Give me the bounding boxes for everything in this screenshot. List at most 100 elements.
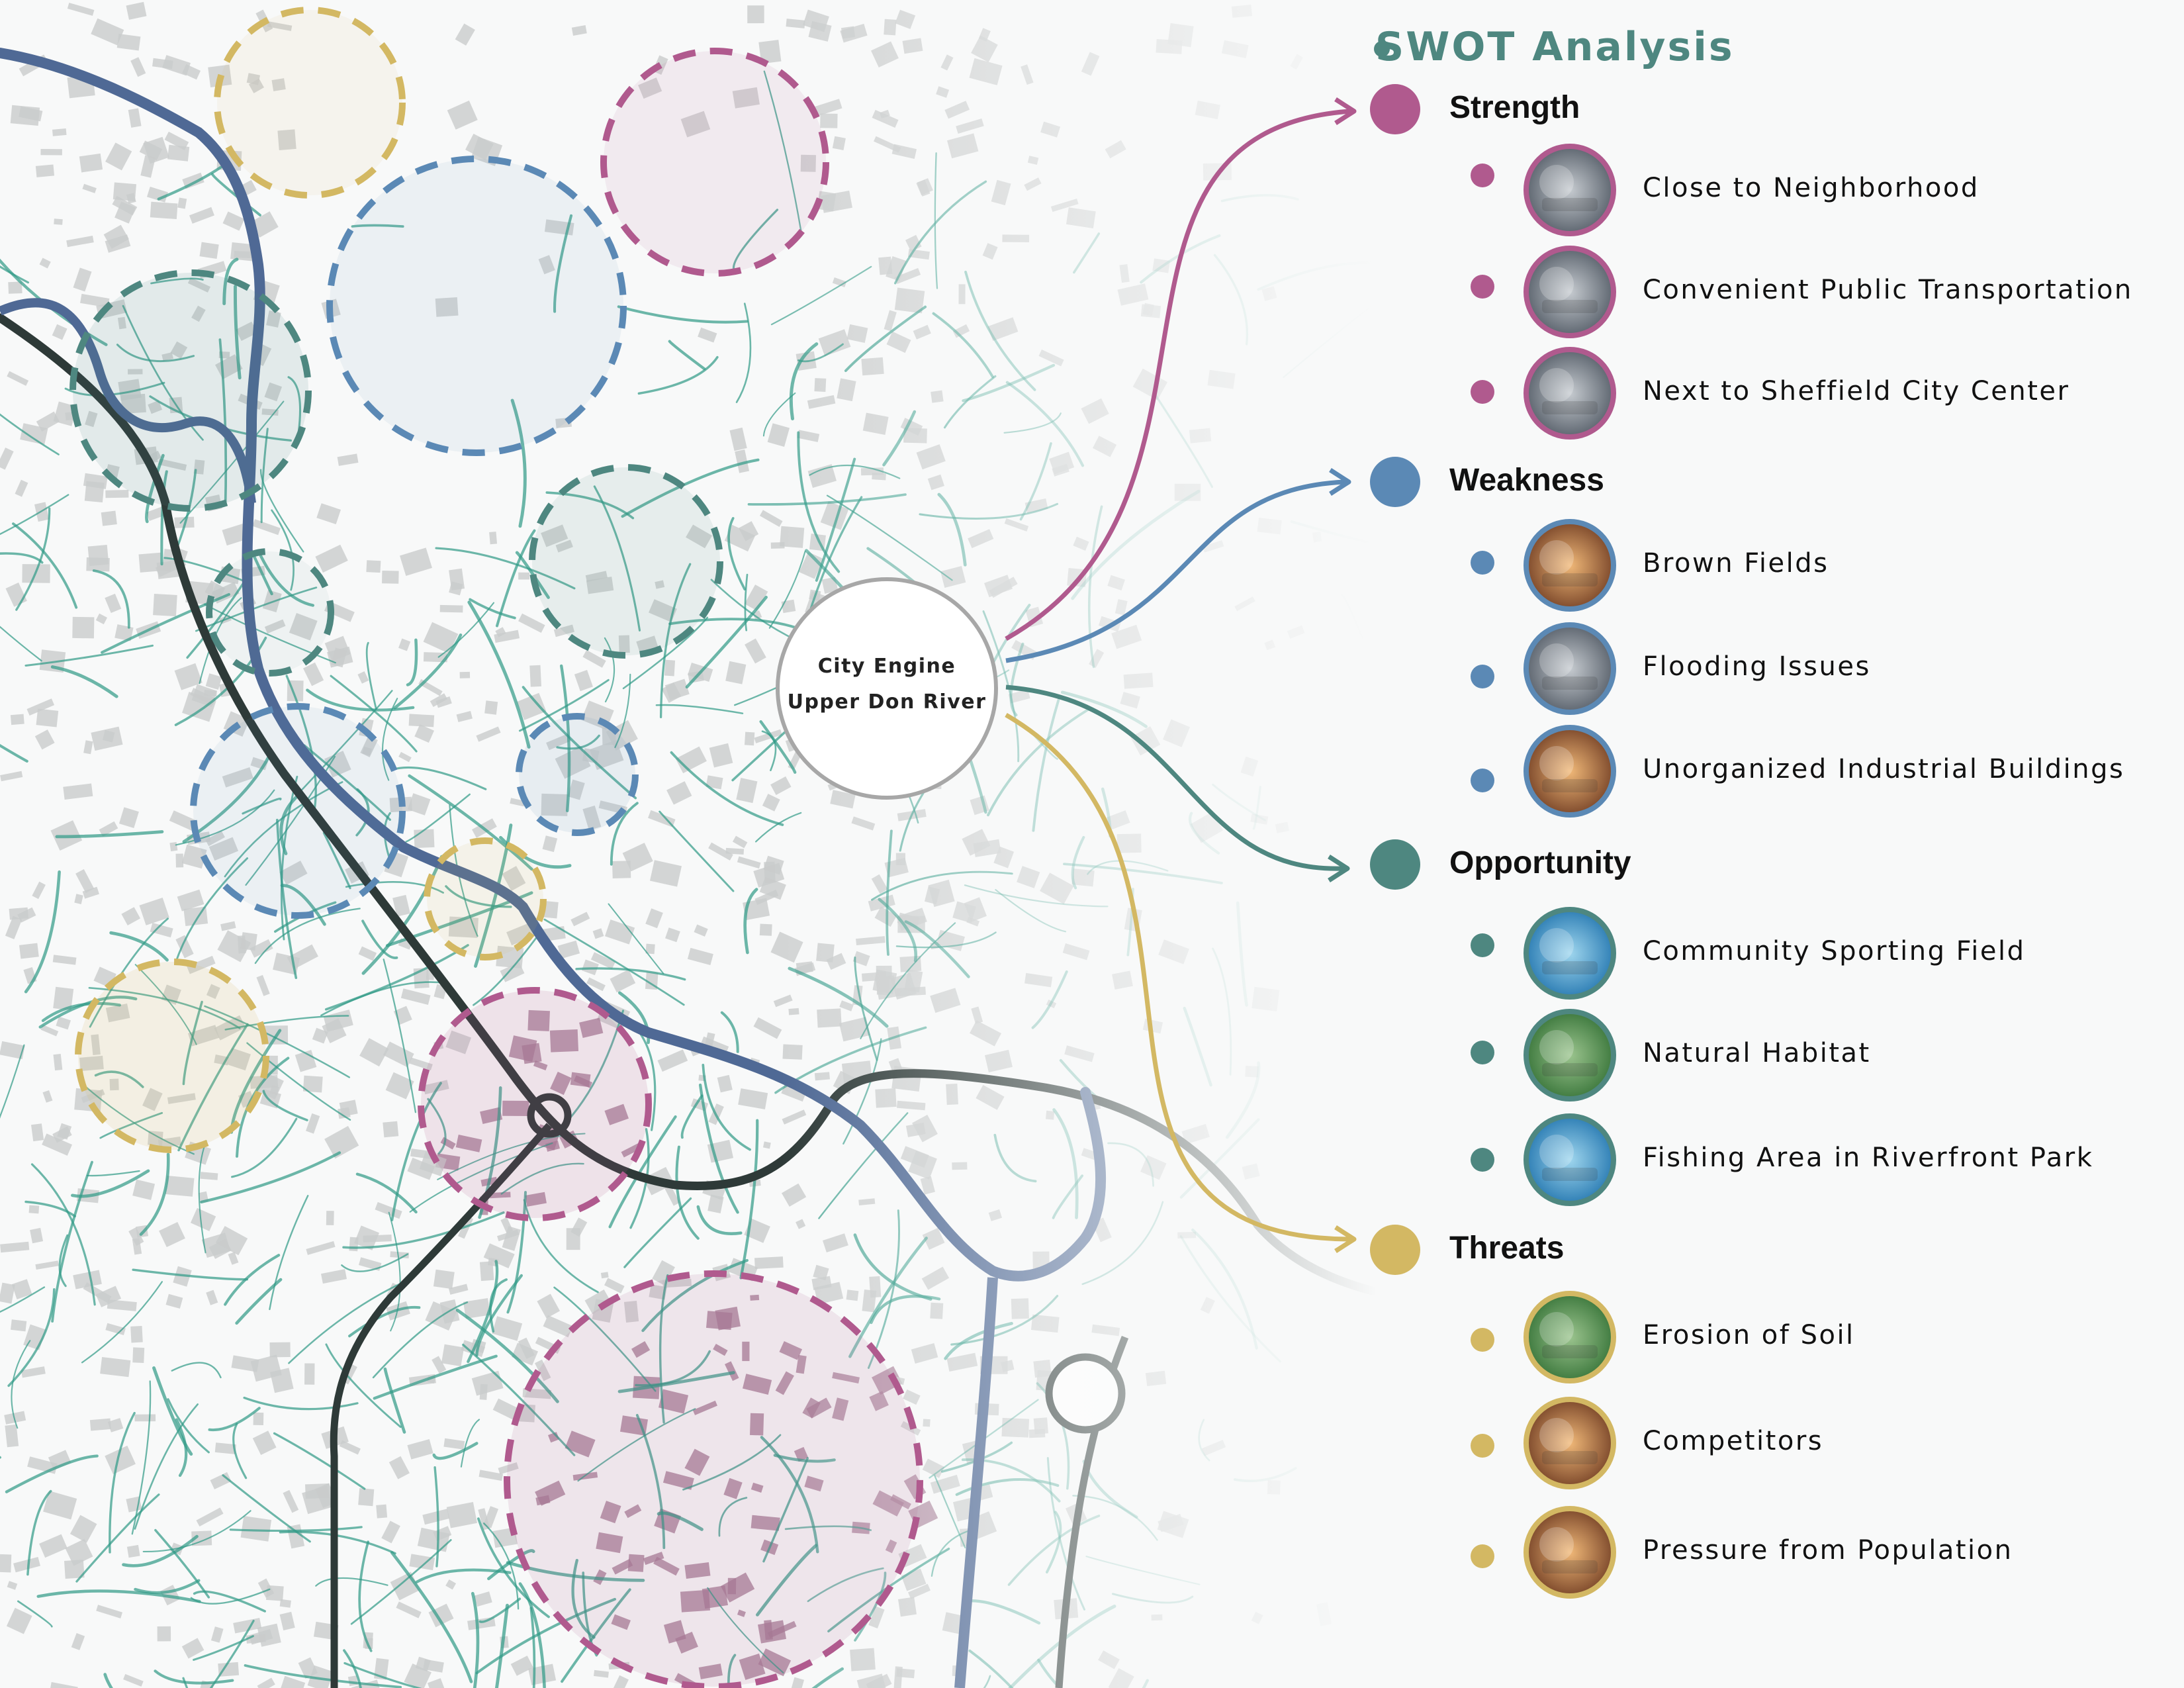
street	[224, 1254, 281, 1306]
building	[661, 682, 682, 703]
street	[94, 1070, 144, 1088]
building	[459, 671, 471, 679]
building	[7, 1581, 18, 1590]
street	[475, 1274, 523, 1357]
building	[279, 1675, 306, 1688]
building	[512, 1342, 538, 1366]
building	[91, 18, 124, 46]
building	[555, 746, 591, 779]
street	[288, 1280, 408, 1364]
building	[19, 943, 39, 959]
building	[165, 1293, 183, 1309]
street	[324, 944, 469, 1011]
street	[208, 1407, 261, 1432]
building	[432, 1356, 447, 1374]
street	[297, 690, 393, 795]
building	[84, 481, 105, 503]
street	[0, 265, 30, 284]
building	[621, 1143, 642, 1158]
street	[350, 1539, 452, 1625]
building	[21, 1366, 46, 1378]
building	[407, 793, 431, 816]
street	[182, 1000, 203, 1086]
building	[205, 673, 222, 690]
street	[103, 1673, 113, 1688]
building	[167, 144, 190, 162]
street	[134, 1403, 199, 1530]
building	[118, 379, 142, 401]
building	[347, 1675, 358, 1687]
arrow-opportunity	[1005, 684, 1344, 871]
building	[142, 1088, 163, 1111]
item-bullet	[1471, 164, 1494, 187]
item-bullet	[1471, 1328, 1494, 1352]
street	[427, 1098, 447, 1154]
street	[500, 1162, 584, 1195]
building	[398, 751, 412, 763]
building	[494, 630, 520, 643]
building	[326, 1211, 334, 1225]
building	[257, 1623, 281, 1647]
zone-opportunity-east	[529, 464, 723, 659]
building	[758, 40, 782, 64]
building	[169, 841, 178, 852]
building	[222, 211, 245, 231]
street	[342, 1211, 505, 1249]
street	[257, 549, 314, 607]
building	[666, 781, 692, 805]
building	[624, 1504, 642, 1519]
building	[79, 153, 103, 173]
street	[383, 959, 417, 1113]
building	[139, 897, 169, 925]
building	[79, 1055, 104, 1072]
street	[122, 1534, 199, 1568]
river-west-branch	[0, 298, 256, 504]
building	[611, 1614, 631, 1630]
building	[732, 835, 748, 849]
building	[36, 708, 59, 727]
building	[164, 131, 189, 150]
building	[618, 635, 630, 653]
building	[226, 1048, 251, 1071]
street	[325, 1343, 402, 1429]
building	[449, 581, 463, 596]
building	[198, 1680, 214, 1688]
building	[277, 129, 296, 151]
building	[483, 1243, 515, 1269]
building	[439, 604, 463, 613]
building	[522, 1043, 542, 1064]
building	[5, 582, 27, 607]
building	[182, 64, 201, 80]
street	[727, 1654, 737, 1688]
street	[432, 1442, 478, 1460]
building	[729, 427, 747, 451]
building	[738, 1088, 768, 1109]
swot-panel-graphics	[1370, 84, 1616, 1599]
building	[751, 1482, 764, 1493]
building	[13, 1556, 40, 1573]
building	[257, 1677, 275, 1688]
street	[271, 509, 295, 591]
building	[550, 1072, 572, 1096]
building	[132, 1179, 156, 1200]
building	[252, 1430, 277, 1456]
building	[409, 1057, 433, 1070]
zone-weakness-large	[326, 156, 627, 456]
building	[148, 400, 163, 414]
building	[52, 128, 67, 136]
building	[271, 78, 286, 91]
building	[502, 1100, 529, 1117]
street	[7, 1288, 56, 1387]
street	[698, 1083, 739, 1214]
building	[66, 236, 94, 248]
building	[105, 1323, 126, 1335]
category-label-threats: Threats	[1449, 1231, 1565, 1266]
street	[641, 1258, 749, 1333]
street	[254, 908, 361, 964]
street	[685, 595, 768, 689]
building	[0, 447, 14, 470]
street	[635, 1414, 666, 1550]
zone-weakness-small	[516, 713, 639, 836]
swot-item-label: Unorganized Industrial Buildings	[1643, 754, 2125, 784]
building	[510, 798, 525, 807]
